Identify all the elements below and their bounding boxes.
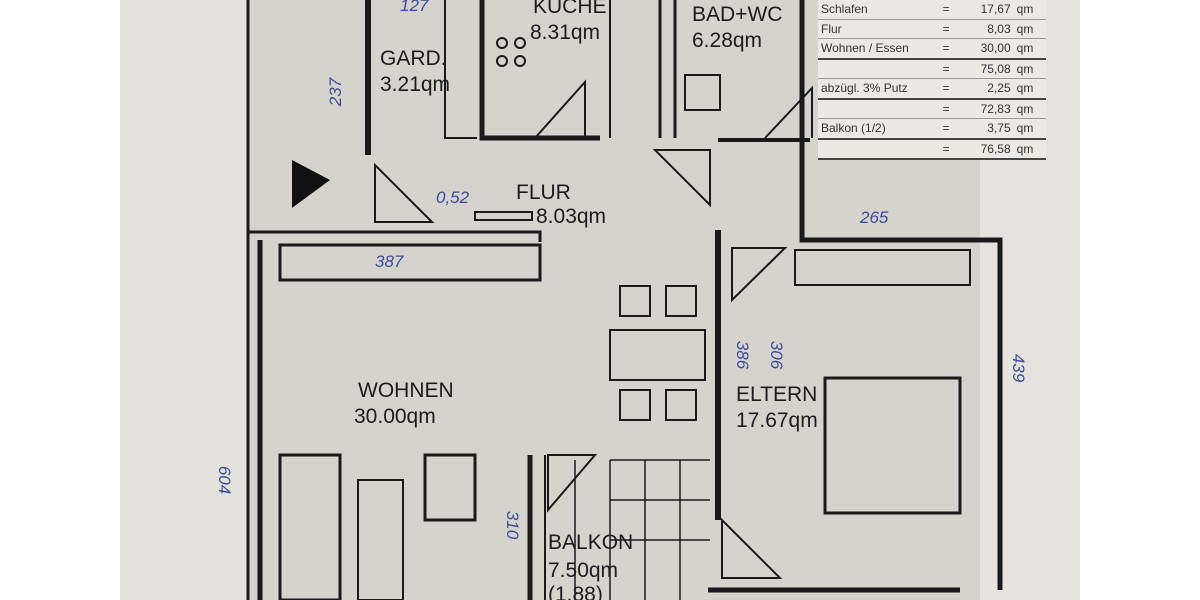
table-row: abzügl. 3% Putz = 2,25 qm bbox=[818, 79, 1046, 100]
row-unit: qm bbox=[1016, 21, 1034, 36]
chair bbox=[619, 389, 651, 421]
stove-burner bbox=[496, 37, 508, 49]
room-area-kueche: 8.31qm bbox=[530, 21, 601, 44]
armchair bbox=[423, 453, 477, 522]
row-value: 3,75 bbox=[987, 121, 1011, 136]
room-name-eltern: ELTERN bbox=[736, 383, 818, 406]
row-eq: = bbox=[942, 141, 950, 156]
dimension-annotation: 386 bbox=[733, 340, 753, 370]
coffee-table bbox=[357, 479, 404, 600]
row-value: 76,58 bbox=[980, 141, 1011, 156]
table-row: Balkon (1/2) = 3,75 qm bbox=[818, 119, 1046, 140]
row-eq: = bbox=[942, 61, 950, 76]
room-name-bad: BAD+WC bbox=[692, 3, 783, 26]
room-area-flur: 8.03qm bbox=[536, 205, 607, 228]
row-unit: qm bbox=[1016, 2, 1034, 17]
room-name-balkon: BALKON bbox=[548, 531, 634, 554]
row-unit: qm bbox=[1016, 61, 1034, 76]
dimension-annotation: 604 bbox=[215, 465, 235, 495]
wall bbox=[248, 230, 542, 242]
balcony-tiles bbox=[574, 459, 710, 600]
row-unit: qm bbox=[1016, 41, 1034, 56]
row-unit: qm bbox=[1016, 81, 1034, 96]
table-row: Wohnen / Essen = 30,00 qm bbox=[818, 39, 1046, 60]
stove-burner bbox=[514, 55, 526, 67]
door-swing bbox=[764, 85, 813, 139]
row-eq: = bbox=[942, 81, 950, 96]
row-eq: = bbox=[942, 121, 950, 136]
chair bbox=[665, 285, 697, 317]
door-swing bbox=[547, 454, 598, 513]
dimension-annotation: 237 bbox=[326, 77, 346, 107]
table-row: = 75,08 qm bbox=[818, 60, 1046, 79]
row-label: Wohnen / Essen bbox=[821, 41, 909, 56]
room-area-wohnen: 30.00qm bbox=[354, 405, 436, 428]
row-unit: qm bbox=[1016, 121, 1034, 136]
dimension-annotation: 439 bbox=[1009, 353, 1029, 383]
row-value: 8,03 bbox=[987, 21, 1011, 36]
row-value: 72,83 bbox=[980, 101, 1011, 116]
bed bbox=[823, 376, 962, 515]
door-swing bbox=[652, 149, 711, 208]
room-area-garderobe: 3.21qm bbox=[380, 73, 451, 96]
row-unit: qm bbox=[1016, 141, 1034, 156]
row-value: 75,08 bbox=[980, 61, 1011, 76]
chair bbox=[619, 285, 651, 317]
stove-burner bbox=[514, 37, 526, 49]
table-row: Flur = 8,03 qm bbox=[818, 20, 1046, 39]
door-swing bbox=[374, 162, 435, 223]
window bbox=[474, 211, 533, 221]
wall bbox=[444, 0, 477, 139]
row-value: 30,00 bbox=[980, 41, 1011, 56]
room-note-balkon: (1.88) bbox=[548, 583, 603, 600]
dimension-annotation: 387 bbox=[375, 252, 404, 271]
dimension-annotation: 265 bbox=[860, 208, 889, 227]
room-area-eltern: 17.67qm bbox=[736, 409, 818, 432]
dimension-annotation: 127 bbox=[400, 0, 429, 15]
table-row: = 76,58 qm bbox=[818, 140, 1046, 160]
row-label: Flur bbox=[821, 21, 842, 36]
entrance-arrow-icon bbox=[292, 160, 330, 208]
room-area-balkon: 7.50qm bbox=[548, 559, 619, 582]
floor-plan-drawing bbox=[246, 0, 1003, 600]
row-eq: = bbox=[942, 21, 950, 36]
dimension-annotation: 0,52 bbox=[436, 188, 470, 207]
room-name-wohnen: WOHNEN bbox=[358, 379, 454, 402]
row-label: Balkon (1/2) bbox=[821, 121, 886, 136]
chair bbox=[665, 389, 697, 421]
door-swing bbox=[731, 247, 788, 303]
row-unit: qm bbox=[1016, 101, 1034, 116]
room-area-bad: 6.28qm bbox=[692, 29, 763, 52]
table bbox=[609, 329, 706, 381]
room-name-kueche: KÜCHE bbox=[533, 0, 607, 18]
room-name-flur: FLUR bbox=[516, 181, 571, 204]
wall bbox=[479, 0, 600, 141]
room-name-garderobe: GARD. bbox=[380, 47, 447, 70]
stove-burner bbox=[496, 55, 508, 67]
wall bbox=[278, 243, 542, 282]
table-row: = 72,83 qm bbox=[818, 100, 1046, 119]
row-value: 2,25 bbox=[987, 81, 1011, 96]
row-eq: = bbox=[942, 41, 950, 56]
row-label: abzügl. 3% Putz bbox=[821, 81, 908, 96]
row-eq: = bbox=[942, 2, 950, 17]
dimension-annotation: 306 bbox=[767, 340, 787, 370]
row-eq: = bbox=[942, 101, 950, 116]
door-swing bbox=[534, 79, 586, 139]
wall bbox=[794, 249, 971, 286]
door-swing bbox=[721, 517, 783, 579]
row-label: Schlafen bbox=[821, 2, 868, 17]
shower bbox=[684, 74, 721, 111]
paper-margin bbox=[120, 0, 248, 600]
table-row: Schlafen = 17,67 qm bbox=[818, 0, 1046, 20]
sofa bbox=[278, 453, 342, 600]
dimension-annotation: 310 bbox=[503, 510, 523, 540]
row-value: 17,67 bbox=[980, 2, 1011, 17]
wall bbox=[799, 0, 1003, 590]
area-table: Schlafen = 17,67 qm Flur = 8,03 qm Wohnen / Es… bbox=[818, 0, 1046, 160]
